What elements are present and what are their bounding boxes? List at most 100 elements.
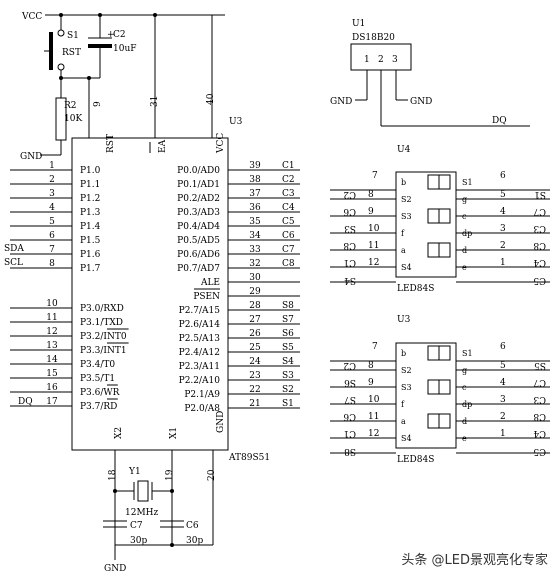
- pin-number: 8: [368, 361, 374, 371]
- net-label: S5: [534, 360, 546, 370]
- net-label: C5: [533, 275, 546, 285]
- seg-name: d: [462, 417, 467, 426]
- pin-number: 38: [249, 175, 261, 185]
- pin-name: P1.3: [80, 208, 101, 218]
- seg-name: a: [401, 246, 406, 255]
- net-label: S6: [282, 329, 294, 339]
- pin-name: PSEN: [193, 292, 220, 302]
- u3-label: U3: [229, 117, 243, 127]
- pin-number: 17: [46, 397, 58, 407]
- pin-number: 16: [46, 383, 58, 393]
- seg-name: e: [462, 434, 467, 443]
- gnd-label: GND: [20, 152, 42, 162]
- pin-name: P0.7/AD7: [177, 264, 220, 274]
- seg-name: S2: [401, 366, 412, 375]
- seg-name: dp: [462, 400, 472, 409]
- pin-name: P3.6/WR: [80, 388, 120, 398]
- y1-label: Y1: [128, 467, 141, 477]
- seg-name: S3: [401, 212, 412, 221]
- pin18-label: 18: [108, 469, 118, 481]
- u1-pin3: 3: [392, 55, 398, 65]
- pin-name: P1.1: [80, 180, 100, 190]
- c2-value: 10uF: [113, 44, 137, 54]
- r2-value: 10K: [64, 114, 82, 124]
- pin9-label: 9: [93, 101, 103, 107]
- u3b-label: U3: [397, 315, 411, 325]
- scl-label: SCL: [4, 258, 23, 268]
- pin-number: 2: [49, 175, 55, 185]
- seg-name: f: [401, 400, 405, 409]
- net-label: C8: [282, 259, 295, 269]
- net-label: C1: [343, 428, 356, 438]
- pin40-label: 40: [206, 93, 216, 105]
- net-label: C5: [533, 446, 546, 456]
- gnd-label: GND: [410, 97, 432, 107]
- net-label: S1: [282, 399, 294, 409]
- rst-pin-label: RST: [106, 134, 116, 153]
- net-label: C8: [343, 240, 356, 250]
- led-type-1: LED84S: [397, 284, 434, 294]
- pin-number: 10: [46, 299, 58, 309]
- net-label: C4: [282, 203, 295, 213]
- pin-name: P0.0/AD0: [177, 166, 220, 176]
- dq-label: DQ: [492, 116, 507, 126]
- vcc-pin-label: VCC: [216, 133, 226, 154]
- net-label: S1: [534, 189, 546, 199]
- pin-name: P2.6/A14: [179, 320, 221, 330]
- net-label: C7: [533, 377, 546, 387]
- seg-name: e: [462, 263, 467, 272]
- pin-number: 13: [46, 341, 58, 351]
- pin-number: 26: [249, 329, 261, 339]
- net-label: C3: [533, 394, 546, 404]
- pin-name: P3.7/RD: [80, 402, 117, 412]
- pin-number: 2: [500, 412, 506, 422]
- pin-name: P3.3/INT1: [80, 346, 127, 356]
- net-label: S3: [282, 371, 294, 381]
- seg-name: g: [462, 366, 467, 375]
- pin-number: 10: [368, 224, 380, 234]
- net-label: S5: [282, 343, 294, 353]
- pin-number: 33: [249, 245, 261, 255]
- pin-number: 25: [249, 343, 261, 353]
- seg-name: g: [462, 195, 467, 204]
- pin-name: ALE: [200, 278, 220, 288]
- seg-name: c: [462, 383, 467, 392]
- dq-label: DQ: [18, 397, 33, 407]
- pin-number: 1: [500, 258, 506, 268]
- pin-number: 7: [372, 342, 378, 352]
- pin-number: 28: [249, 301, 261, 311]
- switch-contact: [57, 63, 65, 71]
- led-body: [395, 171, 457, 278]
- net-label: S7: [282, 315, 294, 325]
- pin19-label: 19: [165, 469, 175, 481]
- pin-number: 11: [46, 313, 57, 323]
- pin-number: 9: [368, 378, 374, 388]
- net-label: S7: [344, 394, 356, 404]
- mcu-body: [71, 137, 229, 451]
- net-label: C4: [533, 428, 546, 438]
- gnd-label: GND: [104, 564, 126, 574]
- seg-name: b: [401, 178, 406, 187]
- pin-name: P1.6: [80, 250, 101, 260]
- pin-number: 11: [368, 412, 379, 422]
- u1-pin1: 1: [364, 55, 370, 65]
- pin-number: 12: [46, 327, 57, 337]
- net-label: S3: [344, 223, 356, 233]
- pin-number: 10: [368, 395, 380, 405]
- seg-name: d: [462, 246, 467, 255]
- net-label: S4: [282, 357, 294, 367]
- pin-name: P1.4: [80, 222, 101, 232]
- net-label: S4: [344, 275, 356, 285]
- pin-number: 37: [249, 189, 261, 199]
- gnd-pin-label: GND: [216, 411, 226, 433]
- x2-label: X2: [114, 427, 124, 439]
- pin-name: P2.4/A12: [179, 348, 220, 358]
- junction: [87, 76, 91, 80]
- pin-number: 9: [368, 207, 374, 217]
- junction: [113, 489, 117, 493]
- s1-label: S1: [67, 31, 79, 41]
- pin-name: P0.6/AD6: [177, 250, 220, 260]
- net-label: C6: [343, 206, 356, 216]
- pin-number: 35: [249, 217, 261, 227]
